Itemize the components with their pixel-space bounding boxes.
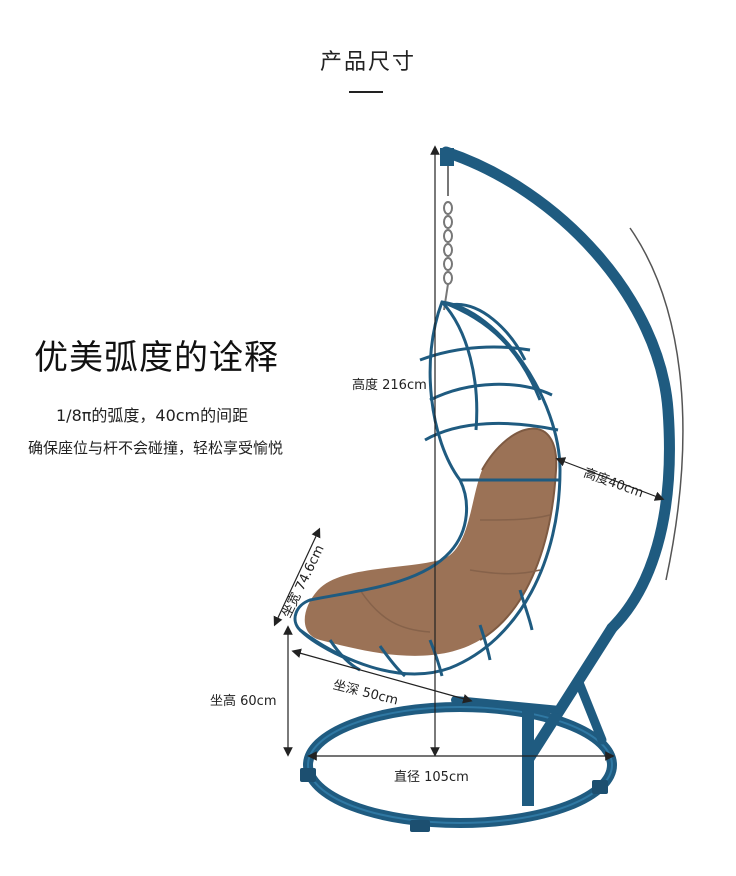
seat-cushion [304,427,558,656]
intro-line-2: 确保座位与杆不会碰撞，轻松享受愉悦 [28,439,284,457]
height-total-label: 高度 216cm [352,378,427,393]
title-underline [349,91,383,93]
seat-depth-line [291,648,473,704]
swing-arc-line [629,227,684,581]
base-ring [300,702,617,832]
headline: 优美弧度的诠释 [34,338,279,378]
diameter-label: 直径 105cm [394,770,469,785]
height-gap-line [555,457,665,501]
page-title: 产品尺寸 [319,50,416,75]
seat-height-label: 坐高 60cm [210,694,277,709]
hanging-chain [443,166,453,311]
dimension-lines [273,145,665,761]
intro-line-1: 1/8π的弧度，40cm的间距 [56,406,249,425]
seat-width-line [273,527,321,627]
